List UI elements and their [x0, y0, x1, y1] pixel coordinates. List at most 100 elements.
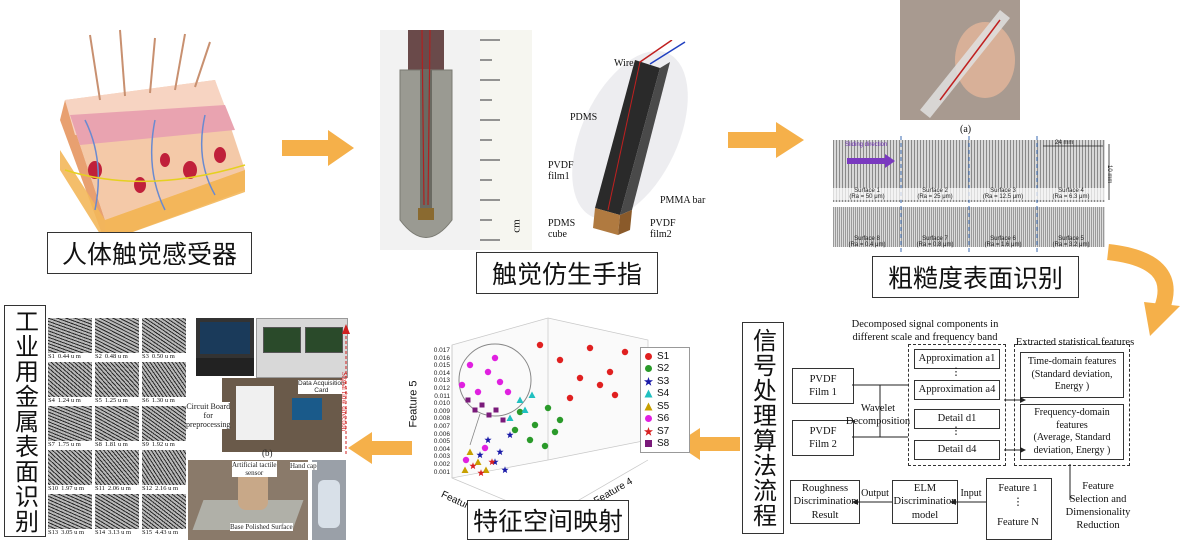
scatter-point-s5 [466, 448, 474, 455]
z-tick-label: 0.010 [433, 400, 450, 408]
arrow-right-icon [282, 130, 354, 166]
sliding-direction-label: Sliding direction [845, 142, 888, 148]
scatter-point-s2 [531, 421, 539, 429]
scatter-point-s8 [493, 407, 499, 413]
legend-marker [644, 402, 653, 411]
z-tick-label: 0.009 [433, 407, 450, 415]
scatter-point-s7 [477, 469, 485, 477]
metal-sample-ra: 2.06 u m [107, 485, 131, 492]
ruler: cm [480, 30, 532, 250]
scatter-point-s8 [479, 402, 485, 408]
scatter-point-s4 [521, 406, 529, 413]
legend-label: S7 [657, 425, 670, 437]
zoom-circle [458, 343, 532, 417]
signal-title: 信号处理算法流程 [742, 322, 784, 534]
metal-sample-id: S3 [142, 353, 149, 360]
scatter-point-s2 [544, 404, 552, 412]
scatter-point-s8 [465, 397, 471, 403]
wavelet-label: Wavelet Decomposition [845, 403, 911, 428]
extracted-label: Extracted statistical features [1015, 337, 1135, 348]
signal-flow-label: Signal flow direction [340, 372, 348, 432]
metal-sample-id: S13 [48, 529, 59, 536]
caption-b: (b) [262, 448, 273, 458]
label-pmma: PMMA bar [660, 195, 706, 206]
scatter-point-s6 [484, 368, 492, 376]
surface-label: Surface 5 (Ra = 3.2 μm) [1052, 236, 1090, 248]
legend-label: S2 [657, 363, 670, 375]
legend-item: S2 [644, 363, 686, 376]
surface-label: Surface 3 (Ra = 12.5 μm) [969, 188, 1037, 200]
scatter-point-s3 [491, 458, 499, 466]
metal-sample-id: S12 [142, 485, 153, 492]
surface-label: Surface 8 (Ra = 0.4 μm) [848, 236, 886, 248]
scatter-point-s7 [469, 462, 477, 470]
metal-sample-ra: 3.05 u m [61, 529, 85, 536]
metal-sample-id: S4 [48, 397, 55, 404]
scatter-point-s1 [606, 368, 614, 376]
legend-marker [644, 426, 653, 436]
scatter-point-s6 [466, 361, 474, 369]
scatter-point-s3 [501, 466, 509, 474]
scatter-point-s2 [516, 408, 524, 416]
scatter-point-s1 [621, 348, 629, 356]
legend-label: S6 [657, 413, 670, 425]
z-tick-label: 0.011 [434, 392, 450, 400]
legend-item: S3 [644, 375, 686, 388]
scatter-point-s4 [528, 391, 536, 398]
metal-sample-ra: 1.24 u m [57, 397, 81, 404]
surface-label: Surface 7 (Ra = 0.8 μm) [916, 236, 954, 248]
daq-label: Data Acquisition Card [298, 380, 345, 394]
approx-a1-box: Approximation a1 [914, 349, 1000, 369]
z-tick-label: 0.007 [433, 422, 450, 430]
vdots-1: ⋮ [950, 367, 962, 378]
metal-sample-ra: 4.43 u m [155, 529, 179, 536]
decomposition-group [908, 344, 1006, 466]
surface-label: Surface 6 (Ra = 1.6 μm) [984, 236, 1022, 248]
metal-sample-ra: 1.75 u m [57, 441, 81, 448]
receptor-title: 人体触觉感受器 [47, 232, 252, 274]
scatter-point-s2 [551, 428, 559, 436]
skin-receptor-illustration [45, 20, 250, 245]
scatter-point-s4 [516, 396, 524, 403]
software-screen [256, 318, 348, 378]
label-pdms: PDMS [570, 112, 598, 123]
pvdf2-box: PVDF Film 2 [792, 420, 854, 456]
metal-sample-ra: 0.50 u m [151, 353, 175, 360]
legend-item: S6 [644, 413, 686, 426]
hand-cap-label: Hand cap [290, 462, 317, 470]
surface-labels-top: Surface 1 (Ra = 50 μm) Surface 2 (Ra = 2… [833, 188, 1105, 200]
scatter-point-s6 [481, 444, 489, 452]
legend-item: S5 [644, 400, 686, 413]
metal-sample-id: S1 [48, 353, 55, 360]
z-tick-label: 0.017 [433, 347, 450, 354]
legend-item: S4 [644, 388, 686, 401]
metal-sample-ra: 3.13 u m [108, 529, 132, 536]
arrow-right-icon [728, 122, 804, 158]
legend-item: S1 [644, 350, 686, 363]
legend-label: S8 [657, 438, 670, 450]
vdots-2: ⋮ [950, 426, 962, 437]
z-tick-label: 0.002 [433, 460, 450, 468]
base-label: Base Polished Surface [230, 523, 293, 531]
metal-sample-ra: 1.30 u m [151, 397, 175, 404]
z-axis-label: Feature 5 [407, 380, 420, 428]
z-tick-label: 0.013 [433, 377, 450, 385]
metal-sample-id: S8 [95, 441, 102, 448]
